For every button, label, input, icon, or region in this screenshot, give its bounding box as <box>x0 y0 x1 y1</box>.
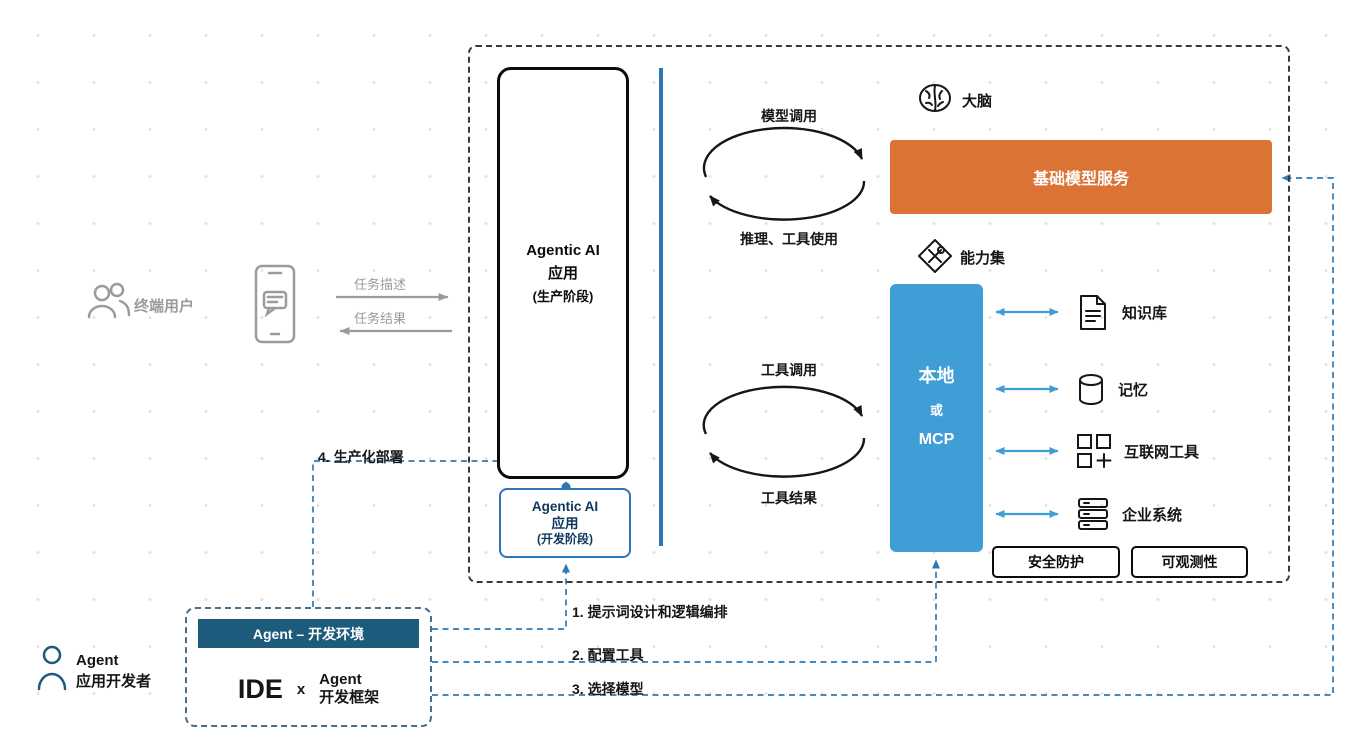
server-stack-icon <box>1076 497 1110 531</box>
mcp-label: MCP <box>918 430 955 448</box>
resource-enterprise-systems: 企业系统 <box>1076 497 1182 531</box>
local-label: 本地 <box>918 365 955 386</box>
person-icon <box>36 645 72 691</box>
deployment-label: 4. 生产化部署 <box>318 449 404 465</box>
step-1-label: 1. 提示词设计和逻辑编排 <box>572 604 728 620</box>
developer-line1: Agent <box>76 652 119 669</box>
dev-environment-header: Agent – 开发环境 <box>198 619 419 648</box>
document-icon <box>1076 294 1110 331</box>
step-3-label: 3. 选择模型 <box>572 681 644 697</box>
model-call-label: 模型调用 <box>761 108 817 124</box>
dev-environment-box: Agent – 开发环境 IDE x Agent 开发框架 <box>185 607 432 727</box>
resource-label: 互联网工具 <box>1124 443 1200 461</box>
dev-app-stage: (开发阶段) <box>537 532 593 547</box>
developer-label: Agent 应用开发者 <box>76 650 151 692</box>
observability-badge: 可观测性 <box>1131 546 1248 578</box>
resource-label: 记忆 <box>1118 382 1149 399</box>
security-label: 安全防护 <box>1028 554 1084 570</box>
database-icon <box>1076 373 1106 406</box>
resource-memory: 记忆 <box>1076 373 1148 406</box>
dev-app-subtitle: 应用 <box>551 515 579 531</box>
foundation-model-label: 基础模型服务 <box>1032 171 1129 188</box>
framework-line1: Agent <box>319 671 362 688</box>
observability-label: 可观测性 <box>1161 554 1218 570</box>
tool-result-label: 工具结果 <box>761 490 817 506</box>
production-app-subtitle: 应用 <box>547 264 578 282</box>
or-label: 或 <box>929 402 943 418</box>
framework-label: Agent 开发框架 <box>319 671 379 707</box>
dev-environment-body: IDE x Agent 开发框架 <box>187 653 430 725</box>
resource-label: 企业系统 <box>1122 506 1183 524</box>
agentic-ai-production-box: Agentic AI 应用 (生产阶段) <box>497 67 629 479</box>
resource-label: 知识库 <box>1122 305 1168 322</box>
toolkit-diamond-icon <box>917 238 953 274</box>
framework-line2: 开发框架 <box>319 689 380 706</box>
runtime-frame <box>468 45 1290 583</box>
capability-label: 能力集 <box>960 250 1006 267</box>
task-request-label: 任务描述 <box>354 277 407 292</box>
tool-call-label: 工具调用 <box>761 362 817 378</box>
ide-label: IDE <box>237 673 283 704</box>
step-2-label: 2. 配置工具 <box>572 647 644 663</box>
phone-chat-icon <box>252 264 298 344</box>
task-result-label: 任务结果 <box>354 311 407 326</box>
users-icon <box>86 281 132 319</box>
resource-knowledge-base: 知识库 <box>1076 294 1167 331</box>
model-result-label: 推理、工具使用 <box>740 231 838 247</box>
foundation-model-service-box: 基础模型服务 <box>890 140 1272 214</box>
production-app-title: Agentic AI <box>526 241 600 259</box>
local-mcp-box: 本地 或 MCP <box>890 284 983 552</box>
resource-internet-tools: 互联网工具 <box>1076 433 1199 469</box>
brain-icon <box>916 80 954 116</box>
dev-app-title: Agentic AI <box>531 498 599 514</box>
end-user-label: 终端用户 <box>134 298 195 315</box>
times-label: x <box>296 680 306 698</box>
grid-plus-icon <box>1076 433 1112 469</box>
developer-line2: 应用开发者 <box>76 673 152 690</box>
security-badge: 安全防护 <box>992 546 1120 578</box>
agentic-ai-dev-box: Agentic AI 应用 (开发阶段) <box>499 488 631 558</box>
brain-label: 大脑 <box>962 93 993 110</box>
production-app-stage: (生产阶段) <box>532 288 594 304</box>
